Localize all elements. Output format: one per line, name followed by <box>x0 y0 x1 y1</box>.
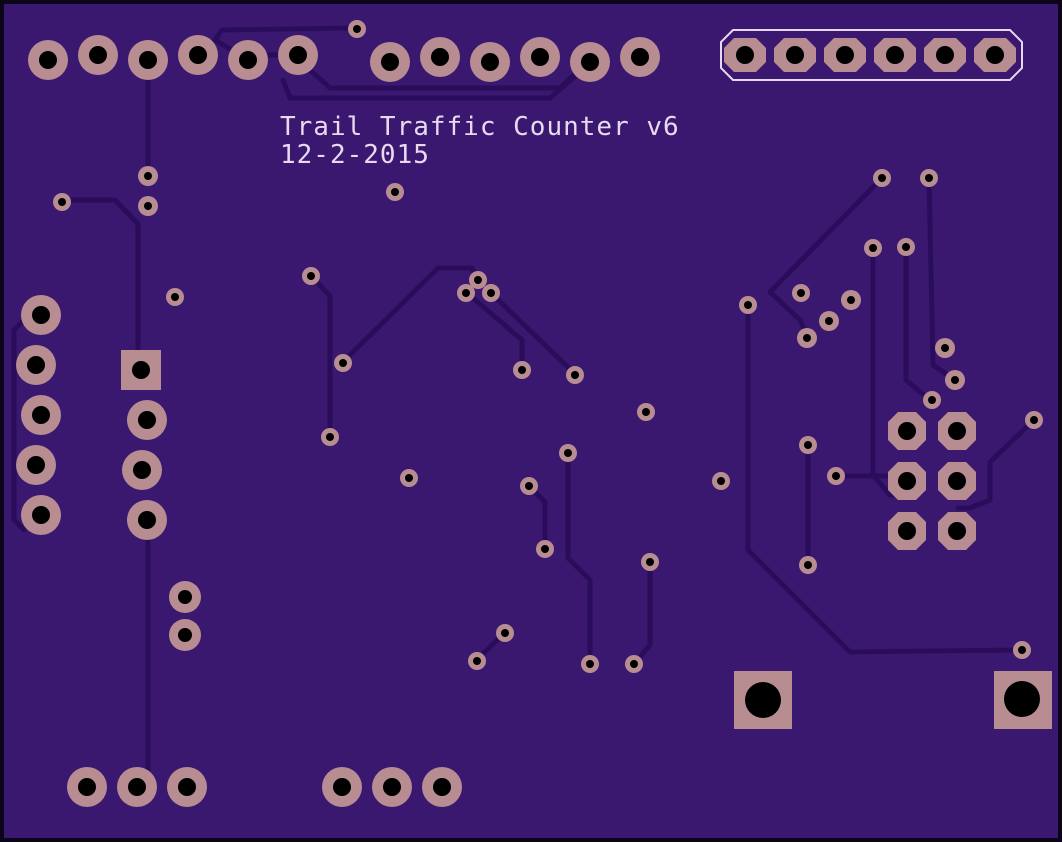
via <box>138 196 158 216</box>
via <box>386 183 404 201</box>
via <box>792 284 810 302</box>
via <box>873 169 891 187</box>
via <box>920 169 938 187</box>
via <box>348 20 366 38</box>
via <box>739 296 757 314</box>
via <box>166 288 184 306</box>
six-pin-header <box>720 29 1023 81</box>
via <box>496 624 514 642</box>
via <box>559 444 577 462</box>
bottom-header-pins <box>67 767 462 807</box>
via <box>566 366 584 384</box>
two-pin-pads <box>169 581 201 651</box>
via <box>321 428 339 446</box>
via <box>641 553 659 571</box>
via <box>827 467 845 485</box>
via <box>482 284 500 302</box>
copper-traces <box>11 25 1037 788</box>
via <box>53 193 71 211</box>
via <box>581 655 599 673</box>
via <box>334 354 352 372</box>
via <box>864 239 882 257</box>
via <box>841 290 861 310</box>
via <box>469 271 487 289</box>
via <box>799 556 817 574</box>
board-surface <box>4 4 1058 838</box>
vias <box>53 20 1043 673</box>
via <box>945 370 965 390</box>
via <box>923 391 941 409</box>
via <box>625 655 643 673</box>
via <box>1025 411 1043 429</box>
via <box>457 284 475 302</box>
header-pins-top-holes <box>39 46 649 71</box>
via <box>797 328 817 348</box>
via <box>400 469 418 487</box>
via <box>712 472 730 490</box>
via <box>935 338 955 358</box>
via <box>138 166 158 186</box>
via <box>513 361 531 379</box>
board-title: Trail Traffic Counter v6 <box>280 112 680 142</box>
board-date: 12-2-2015 <box>280 140 430 170</box>
via <box>536 540 554 558</box>
sensor-header-pins <box>121 350 167 540</box>
via <box>302 267 320 285</box>
via <box>520 477 538 495</box>
via <box>1013 641 1031 659</box>
power-terminals <box>734 671 1052 729</box>
via <box>897 238 915 256</box>
left-header-pins <box>16 295 61 535</box>
icsp-header <box>888 412 976 550</box>
via <box>637 403 655 421</box>
via <box>819 311 839 331</box>
via <box>799 436 817 454</box>
via <box>468 652 486 670</box>
